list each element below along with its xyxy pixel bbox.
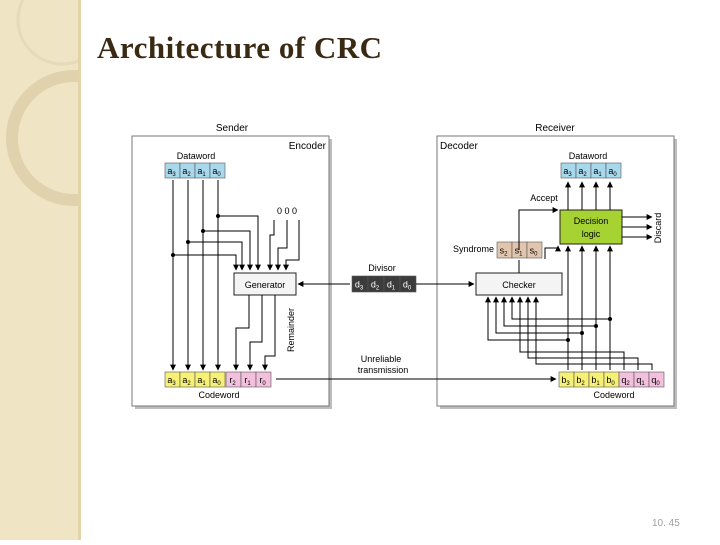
sender-panel [131, 135, 330, 407]
receiver-junction-dots [566, 317, 612, 342]
syndrome-bit: s0 [530, 246, 539, 258]
receiver-dataword-bit: a1 [593, 166, 602, 178]
syndrome-cells: s2 s1 s0 [496, 241, 543, 259]
receiver-dataword-label: Dataword [569, 151, 608, 161]
receiver-codeword-data-bit: b2 [576, 375, 585, 387]
sender-codeword-data-bit: a2 [182, 375, 191, 387]
syndrome-bit: s2 [500, 246, 509, 258]
sender-codeword-data-cell [209, 371, 226, 388]
divisor-bit: d3 [355, 280, 364, 292]
sender-codeword-remainder-bit: r2 [229, 375, 236, 387]
zeros-label: 0 0 0 [277, 206, 297, 216]
receiver-codeword-remainder-cell [648, 371, 665, 388]
receiver-codeword-remainder-bit: q0 [651, 375, 660, 387]
receiver-dataword-cell [605, 162, 622, 179]
receiver-codeword-remainder-bit: q1 [636, 375, 645, 387]
receiver-codeword-label: Codeword [593, 390, 634, 400]
divisor-cells: d3 d2 d1 d0 [351, 275, 417, 293]
remainder-label: Remainder [286, 308, 296, 352]
sender-label: Sender [216, 123, 249, 134]
generator-label: Generator [245, 280, 286, 290]
receiver-codeword-data-bit: b1 [591, 375, 600, 387]
sender-codeword-cells: a3 a2 a1 a0 r2 r1 r0 [164, 371, 272, 388]
sender-codeword-remainder-bit: r0 [259, 375, 266, 387]
divisor-bit: d0 [403, 280, 412, 292]
receiver-wiring [485, 181, 653, 370]
decision-logic-line2: logic [582, 229, 601, 239]
decision-logic-line1: Decision [574, 216, 609, 226]
sidebar-edge [78, 0, 81, 540]
divisor-bit: d1 [387, 280, 396, 292]
receiver-dataword-cells: a3 a2 a1 a0 [560, 162, 622, 179]
receiver-label: Receiver [535, 123, 575, 134]
sender-wiring [170, 180, 557, 382]
sender-dataword-bit: a1 [197, 166, 206, 178]
sender-codeword-remainder-bit: r1 [244, 375, 251, 387]
sender-codeword-data-bit: a3 [167, 375, 176, 387]
receiver-panel [436, 135, 675, 407]
sender-dataword-bit: a2 [182, 166, 191, 178]
syndrome-bit: s1 [515, 246, 524, 258]
receiver-dataword-bit: a2 [578, 166, 587, 178]
slide-title: Architecture of CRC [97, 30, 383, 65]
receiver-codeword-remainder-bit: q2 [621, 375, 630, 387]
receiver-codeword-cells: b3 b2 b1 b0 q2 q1 q0 [558, 371, 665, 388]
page-number: 10. 45 [652, 518, 680, 529]
sender-codeword-remainder-cell [255, 371, 272, 388]
accept-label: Accept [530, 193, 558, 203]
receiver-codeword-data-bit: b0 [606, 375, 615, 387]
syndrome-label: Syndrome [453, 244, 494, 254]
discard-label: Discard [653, 213, 663, 244]
sender-dataword-label: Dataword [177, 151, 216, 161]
sender-codeword-data-bit: a0 [212, 375, 221, 387]
decision-logic-box [559, 209, 623, 245]
checker-label: Checker [502, 280, 536, 290]
sender-dataword-bit: a0 [212, 166, 221, 178]
encoder-label: Encoder [289, 141, 327, 152]
receiver-dataword-bit: a0 [608, 166, 617, 178]
generator-box [233, 272, 297, 296]
receiver-dataword-bit: a3 [563, 166, 572, 178]
sender-dataword-cells: a3 a2 a1 a0 [164, 162, 226, 179]
divisor-label: Divisor [368, 263, 396, 273]
sender-codeword-data-bit: a1 [197, 375, 206, 387]
unreliable-label-line2: transmission [358, 365, 409, 375]
unreliable-label-line1: Unreliable [361, 354, 402, 364]
syndrome-cell [526, 241, 543, 259]
decoder-label: Decoder [440, 141, 478, 152]
sender-junction-dots [171, 214, 220, 257]
sender-codeword-label: Codeword [198, 390, 239, 400]
sender-dataword-bit: a3 [167, 166, 176, 178]
divisor-bit: d2 [371, 280, 380, 292]
sender-dataword-cell [209, 162, 226, 179]
receiver-codeword-data-bit: b3 [561, 375, 570, 387]
